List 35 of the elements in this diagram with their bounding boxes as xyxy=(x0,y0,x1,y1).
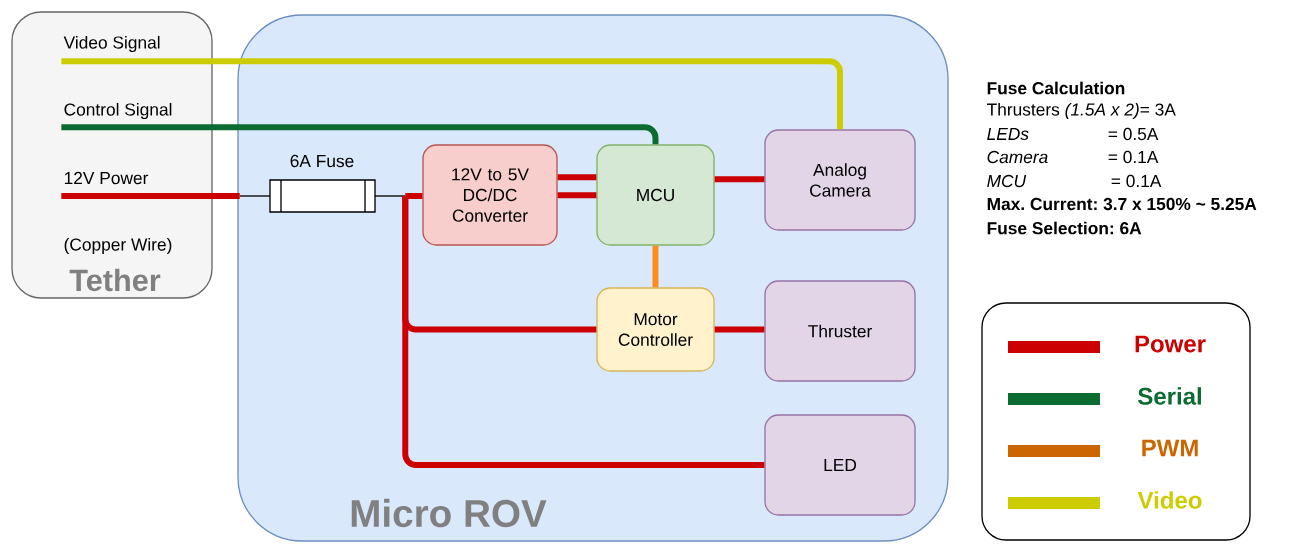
wire xyxy=(714,176,765,183)
legend-text: Serial xyxy=(1138,387,1201,405)
calculation-text: = 0.5A xyxy=(1108,127,1159,141)
wire xyxy=(61,124,659,145)
calculation-text: MCU xyxy=(987,174,1027,188)
wire xyxy=(652,245,659,288)
wire xyxy=(61,58,843,130)
wire xyxy=(61,193,240,199)
wire xyxy=(405,193,423,199)
fuse-drawing: 6A Fuse xyxy=(239,154,406,213)
wire xyxy=(714,326,765,333)
motor-controller-box: Motor Controller xyxy=(596,287,715,372)
mcu-box: MCU xyxy=(596,144,715,246)
camera-box: Analog Camera xyxy=(764,129,916,231)
edge-label: 12V Power xyxy=(64,171,149,185)
legend-text: Video xyxy=(1137,491,1202,509)
calculation-text: = 0.1A xyxy=(1108,150,1159,164)
wire xyxy=(557,192,597,199)
calculation-text: Fuse Calculation xyxy=(987,81,1125,95)
calculation-text: Thrusters (1.5A x 2)= 3A xyxy=(987,102,1176,120)
wire xyxy=(557,174,597,181)
thruster-box: Thruster xyxy=(764,280,916,382)
edge-label: Video Signal xyxy=(63,35,160,53)
led-box: LED xyxy=(764,414,916,516)
converter-box: 12V to 5V DC/DC Converter xyxy=(422,144,558,246)
calculation-text: = 0.1A xyxy=(1111,174,1162,188)
wire xyxy=(402,196,765,468)
calculation-text: Fuse Selection: 6A xyxy=(987,221,1142,235)
calculation-text: Camera xyxy=(987,150,1048,164)
calculation-text: Max. Current: 3.7 x 150% ~ 5.25A xyxy=(987,197,1257,211)
edge-label: Control Signal xyxy=(64,102,172,120)
node-label: 6A Fuse xyxy=(290,154,354,168)
legend-text: PWM xyxy=(1142,439,1198,457)
calculation-text: LEDs xyxy=(987,127,1029,141)
legend-text: Power xyxy=(1135,335,1206,353)
